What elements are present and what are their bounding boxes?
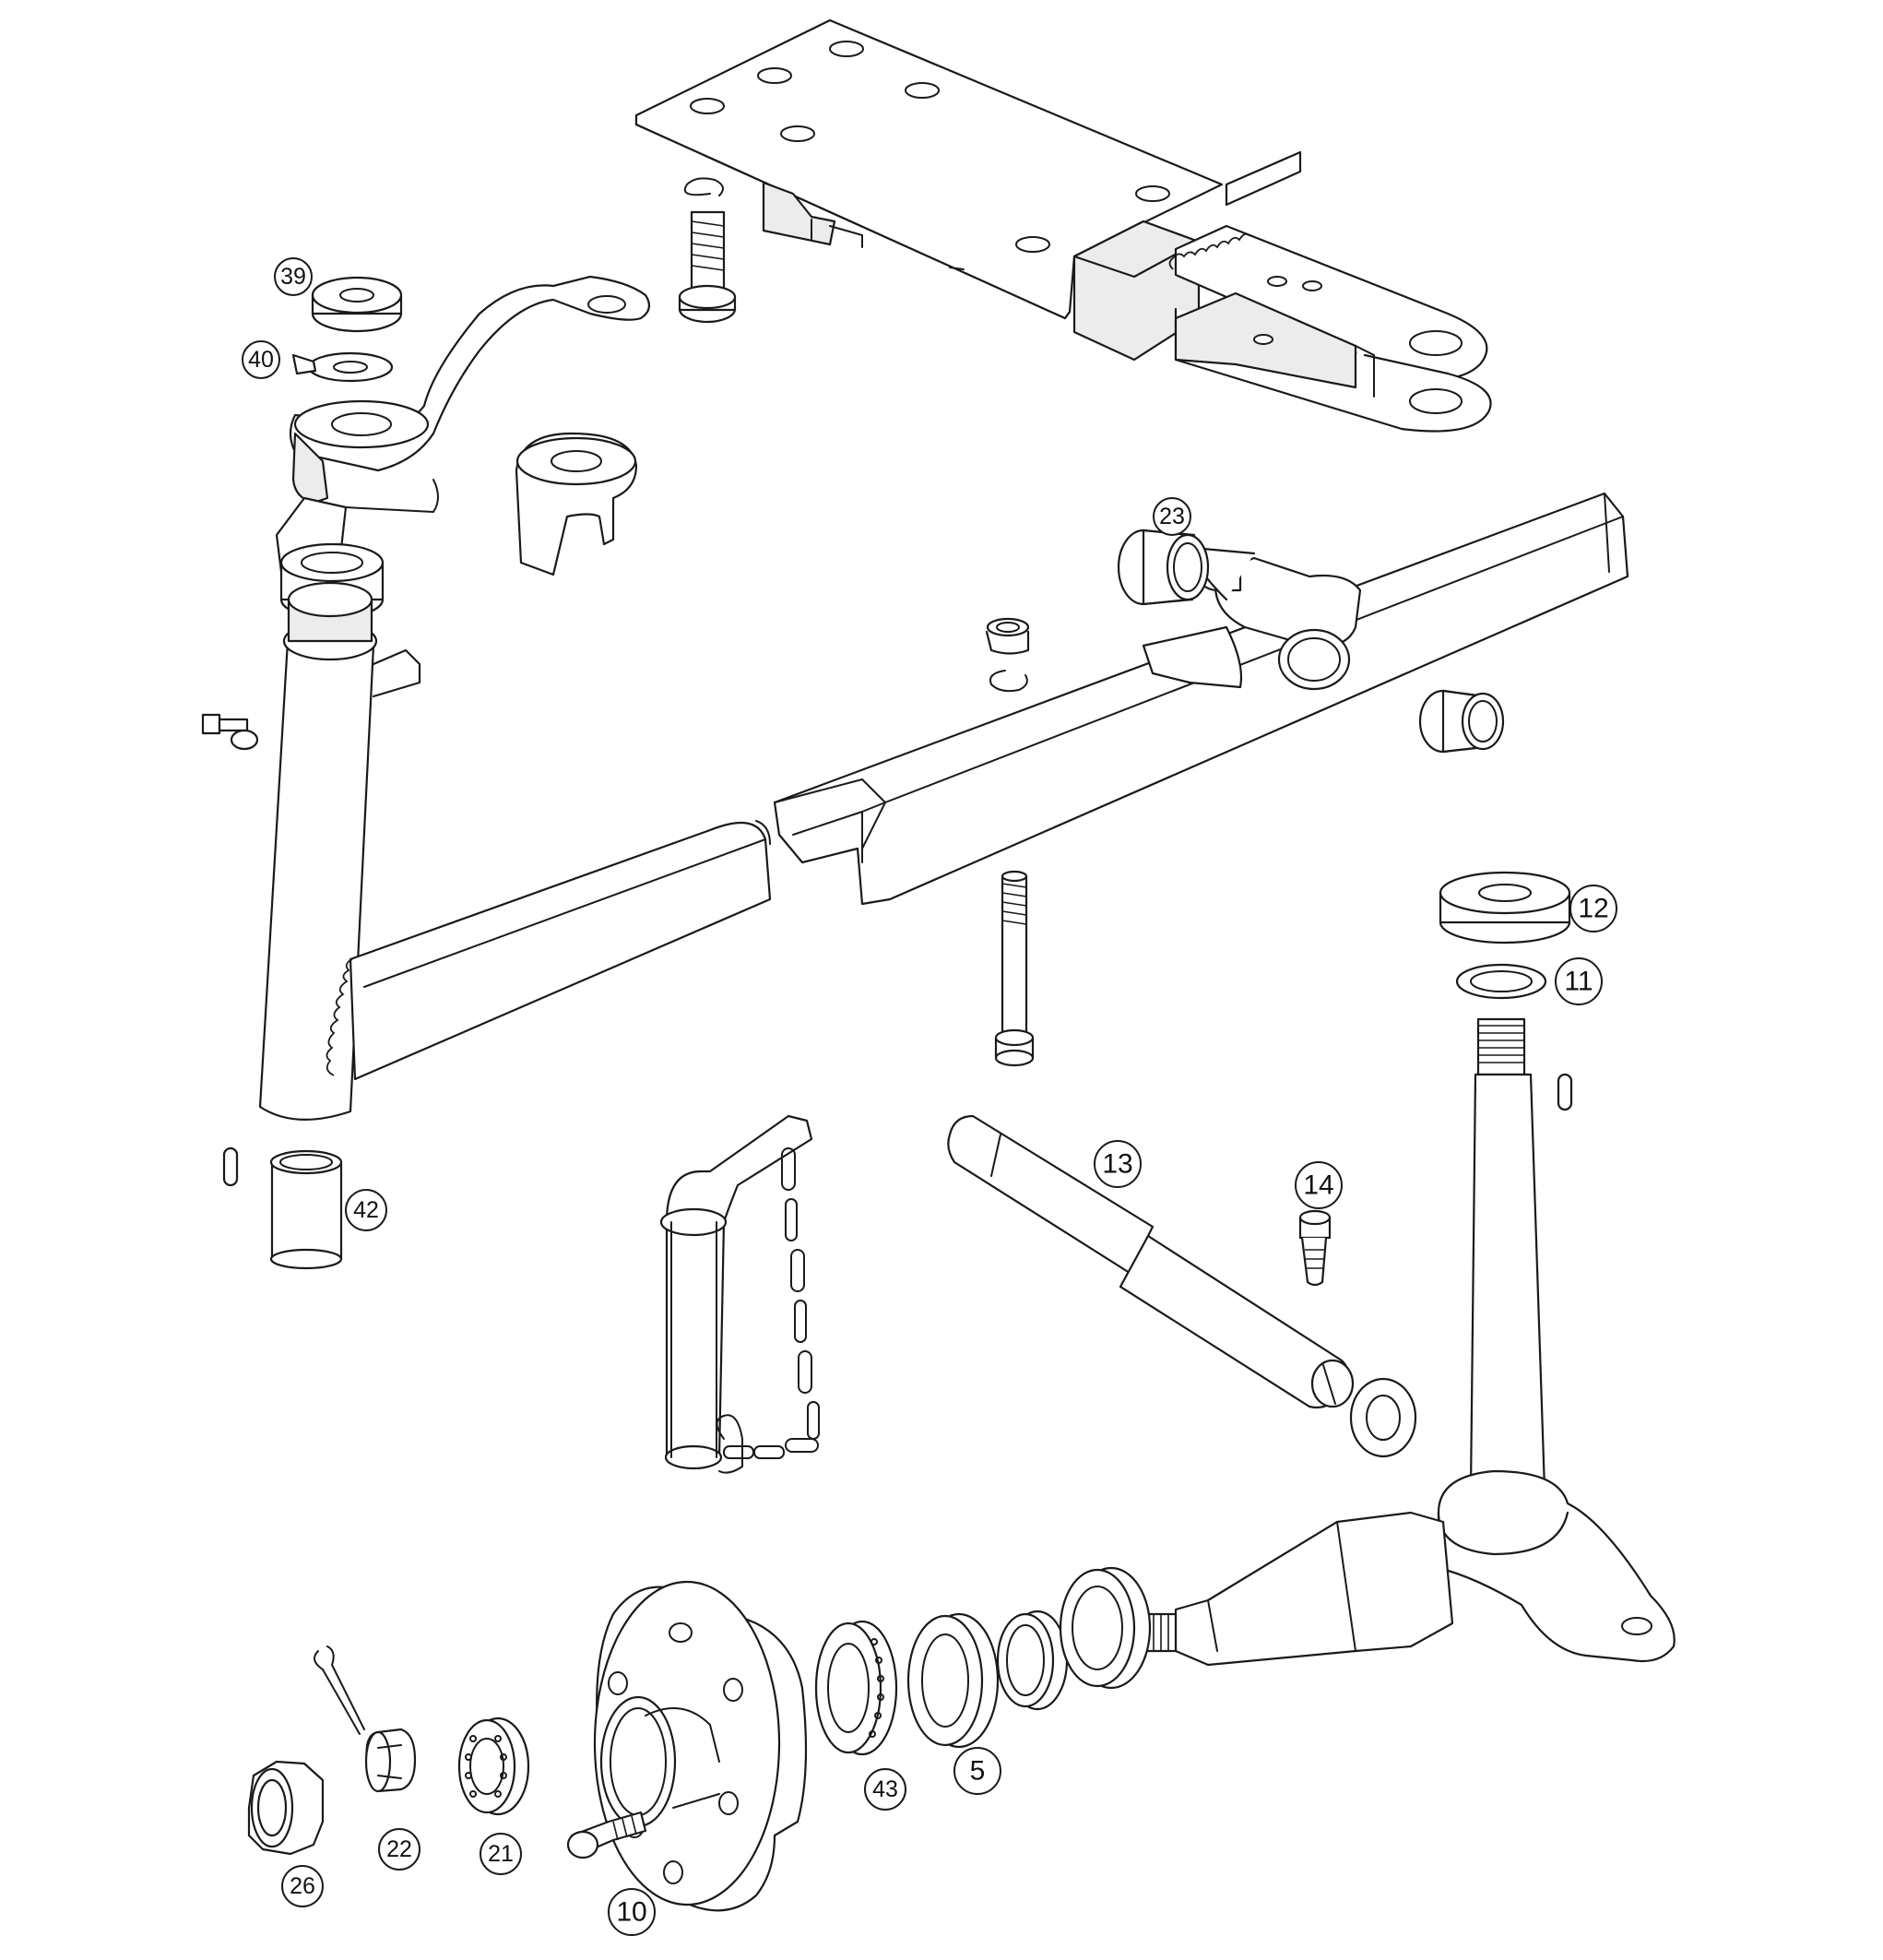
- callout-23: 23: [1153, 497, 1191, 536]
- wheel-bolt-10: [566, 1811, 647, 1859]
- callout-43: 43: [864, 1768, 906, 1811]
- callout-40: 40: [242, 340, 280, 379]
- bushing-42: [269, 1149, 343, 1270]
- bushing-right-axle: [1418, 689, 1505, 754]
- svg-text:39: 39: [280, 264, 306, 290]
- circlip-axle: [989, 670, 1028, 693]
- bearing-43: [814, 1620, 898, 1756]
- small-bolt-left: [201, 713, 259, 751]
- svg-text:21: 21: [488, 1841, 514, 1867]
- bearing-cone: [1059, 1566, 1152, 1690]
- svg-text:22: 22: [386, 1836, 412, 1862]
- callout-14: 14: [1295, 1161, 1343, 1209]
- svg-text:5: 5: [970, 1756, 986, 1787]
- drawbar-hitch-plate: [634, 18, 1492, 433]
- ring-spacer: [996, 1610, 1069, 1711]
- kingpin-tube-left: [258, 581, 421, 1121]
- front-axle-beam: [773, 492, 1629, 906]
- bearing-21: [457, 1716, 530, 1816]
- long-bolt-center: [994, 870, 1035, 1067]
- clevis-bolt-top: [678, 210, 737, 324]
- knuckle-block: [515, 432, 638, 576]
- svg-text:13: 13: [1102, 1149, 1132, 1180]
- lower-arm-left: [326, 820, 772, 1081]
- svg-text:12: 12: [1578, 894, 1608, 924]
- washer-pin-13: [1349, 1377, 1417, 1458]
- svg-text:23: 23: [1159, 504, 1185, 529]
- lock-washer-11: [1455, 963, 1547, 1000]
- callout-22: 22: [378, 1828, 420, 1871]
- callout-10: 10: [608, 1888, 656, 1936]
- washer-39: [311, 276, 403, 333]
- callout-39: 39: [274, 257, 313, 296]
- seal-5: [906, 1612, 1000, 1749]
- callout-13: 13: [1094, 1140, 1142, 1188]
- svg-text:14: 14: [1303, 1170, 1333, 1201]
- svg-text:26: 26: [290, 1873, 315, 1899]
- lock-washer-40: [291, 351, 394, 383]
- bolt-14: [1298, 1209, 1332, 1287]
- callout-26: 26: [281, 1865, 324, 1907]
- callout-12: 12: [1569, 885, 1617, 932]
- linch-pin-with-chain: [659, 1114, 820, 1474]
- callout-42: 42: [345, 1189, 387, 1231]
- wheel-hub: [593, 1580, 808, 1912]
- circlip-top: [683, 177, 724, 196]
- pin-13: [947, 1114, 1355, 1409]
- svg-text:42: 42: [353, 1197, 379, 1223]
- key-left: [222, 1146, 239, 1187]
- steering-spindle: [1137, 1017, 1676, 1667]
- svg-text:43: 43: [872, 1776, 898, 1802]
- key-right: [1557, 1073, 1573, 1111]
- cotter-pin: [314, 1645, 365, 1735]
- svg-text:40: 40: [248, 347, 274, 373]
- callout-11: 11: [1555, 957, 1603, 1005]
- callout-5: 5: [953, 1747, 1001, 1795]
- bushing-23: [1117, 529, 1210, 606]
- hub-cap-26: [247, 1760, 325, 1856]
- svg-text:10: 10: [616, 1897, 646, 1928]
- svg-text:11: 11: [1564, 967, 1593, 997]
- castle-nut-22: [364, 1728, 417, 1793]
- callout-21: 21: [480, 1833, 522, 1875]
- washer-12: [1439, 871, 1571, 944]
- small-sleeve-axle: [985, 617, 1030, 655]
